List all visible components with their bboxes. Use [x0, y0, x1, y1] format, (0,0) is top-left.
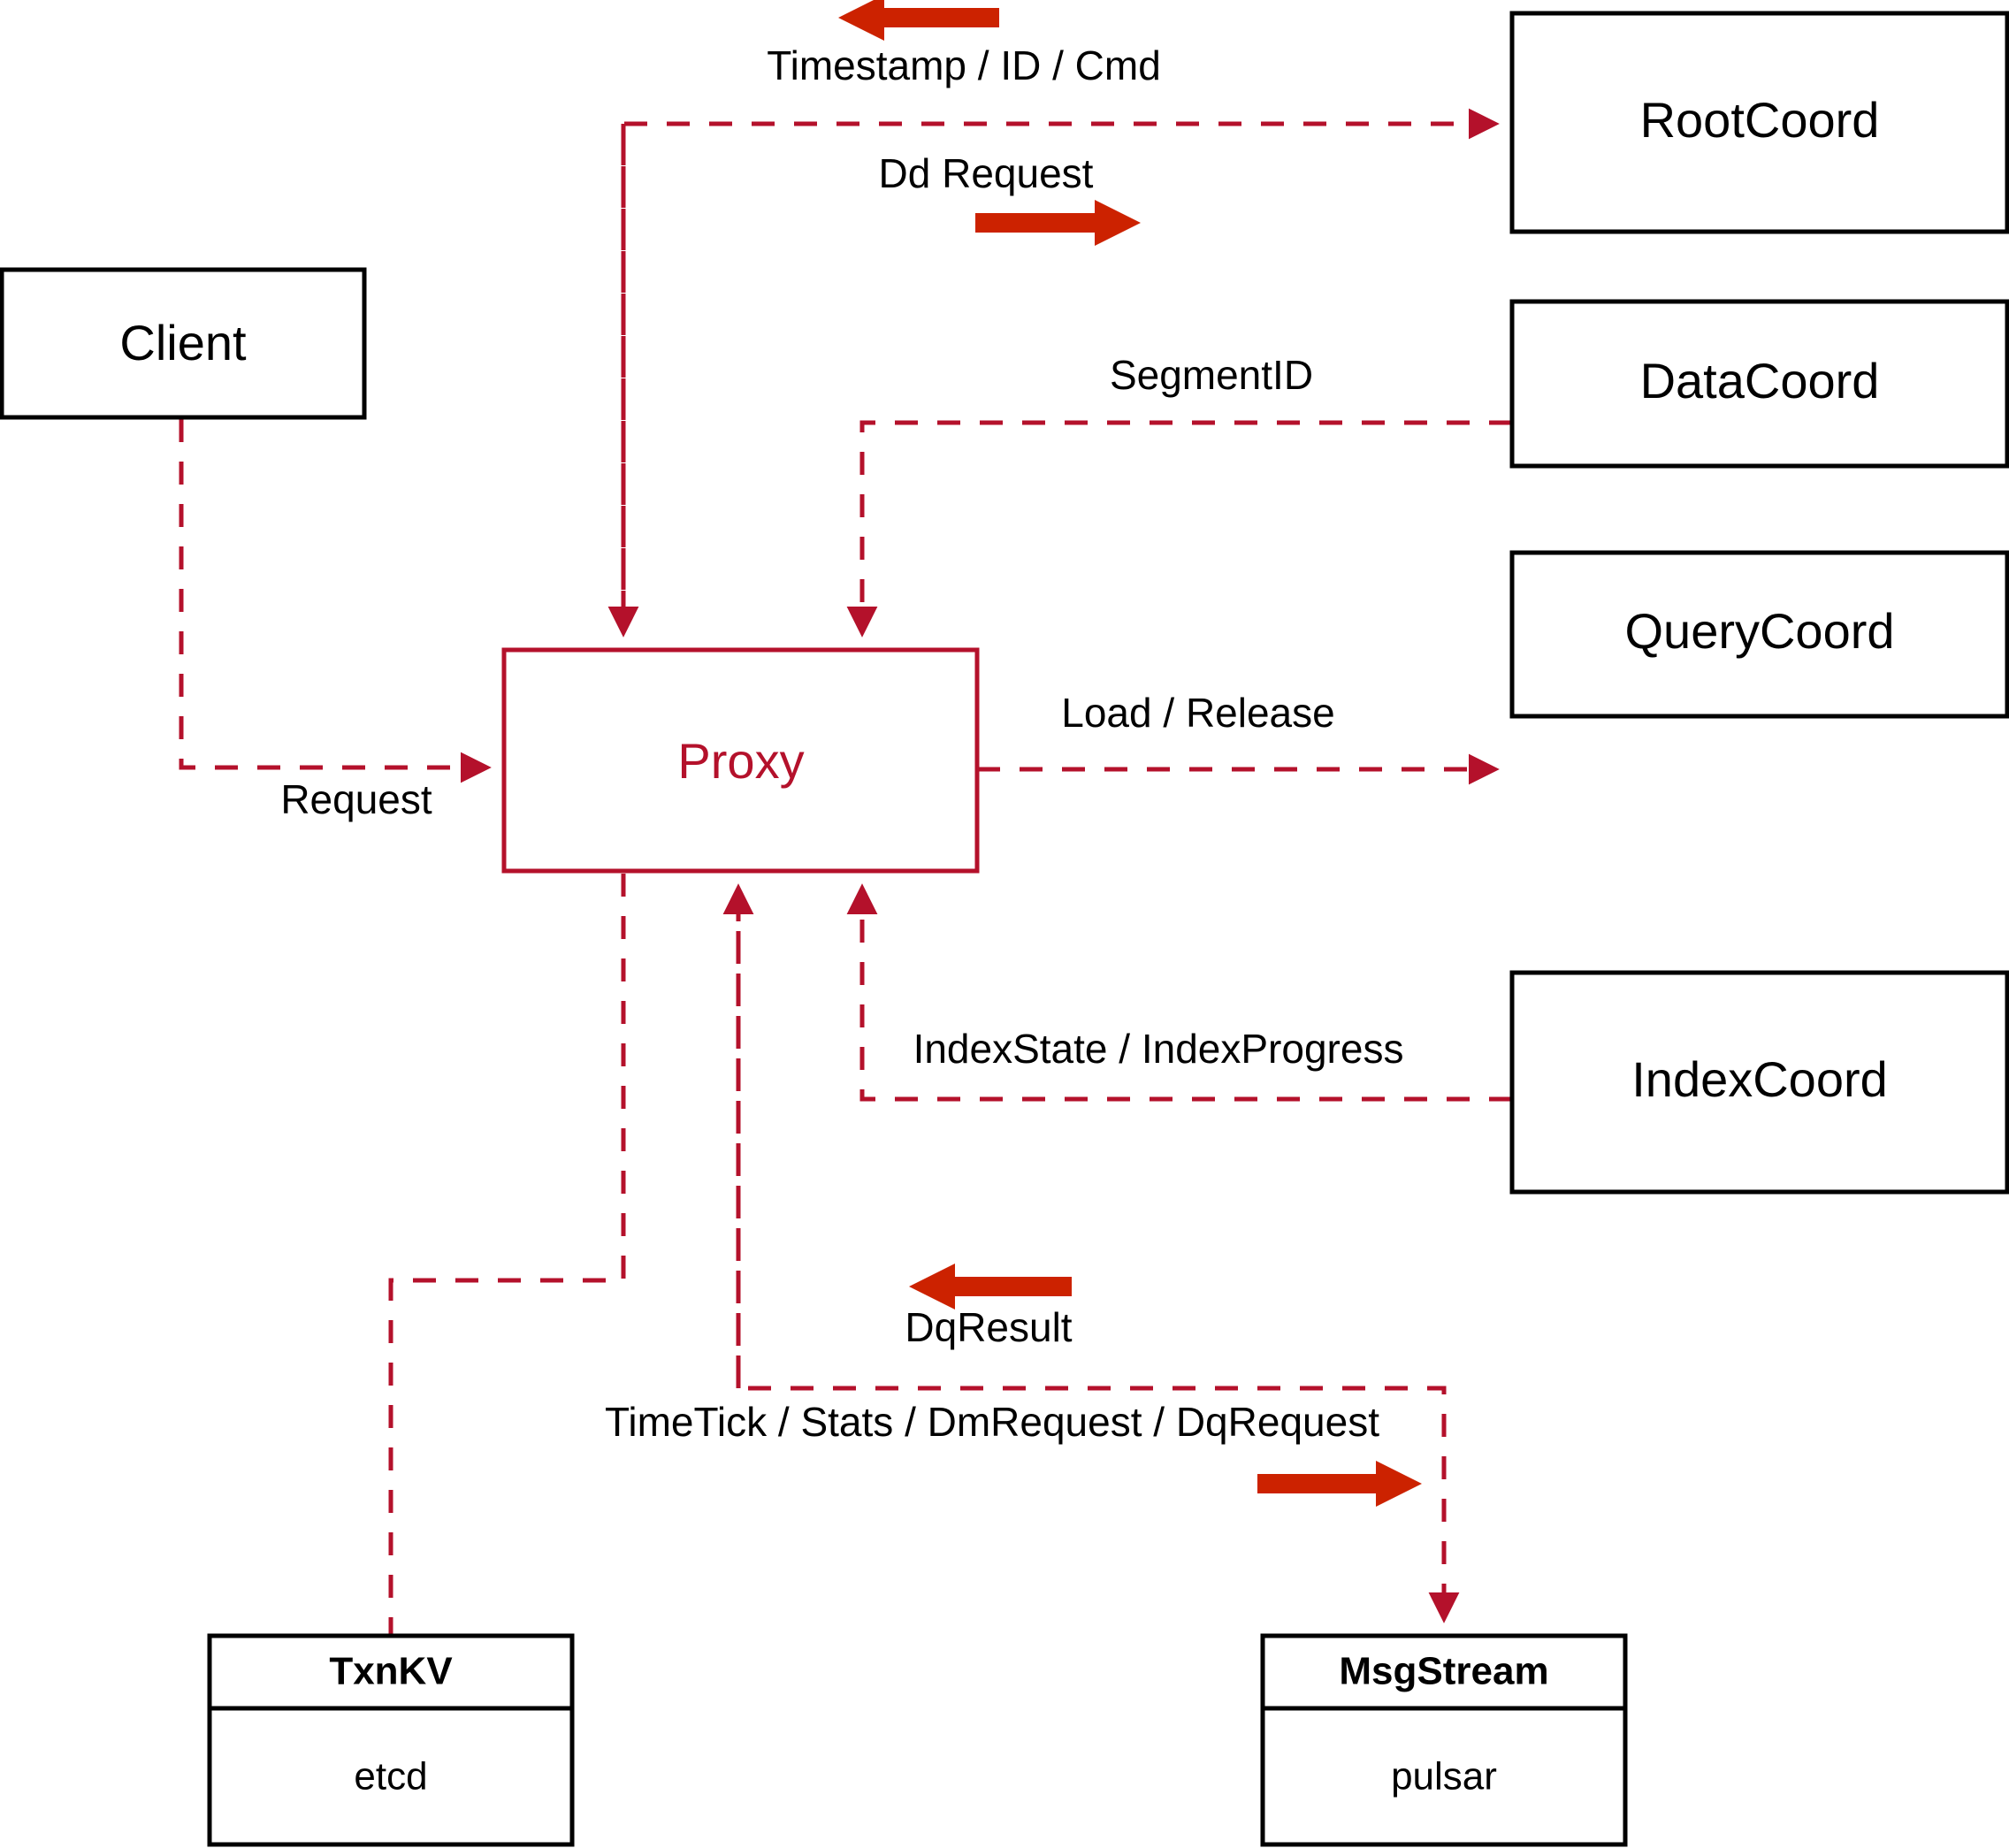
node-msgstream[interactable]: MsgStream pulsar: [1260, 1633, 1628, 1847]
node-client[interactable]: Client: [0, 267, 367, 420]
node-txnkv-sublabel: etcd: [354, 1755, 427, 1798]
edge-indexcoord-to-proxy: [846, 883, 1512, 1102]
edge-datacoord-to-proxy: [846, 420, 1512, 638]
edge-label-segment-id: SegmentID: [1110, 352, 1313, 398]
edge-label-dq-result: DqResult: [905, 1304, 1072, 1350]
node-layer: Client Proxy RootCoord DataCoord QueryCo…: [0, 11, 2009, 1847]
arrow-dq-result-icon: [909, 1264, 1072, 1310]
node-querycoord-label: QueryCoord: [1624, 603, 1894, 659]
node-msgstream-title: MsgStream: [1339, 1650, 1548, 1693]
node-client-label: Client: [119, 315, 247, 370]
node-proxy-label: Proxy: [677, 733, 804, 789]
arrow-dd-request-icon: [975, 200, 1141, 246]
flow-arrow-layer: [838, 0, 1422, 1507]
node-datacoord-label: DataCoord: [1640, 353, 1880, 409]
edge-proxy-to-rootcoord: [621, 108, 1500, 632]
node-querycoord[interactable]: QueryCoord: [1509, 550, 2009, 719]
node-txnkv[interactable]: TxnKV etcd: [207, 1633, 575, 1847]
edge-layer: [179, 108, 1512, 1636]
edge-proxy-msgstream: [736, 889, 1460, 1623]
node-rootcoord-label: RootCoord: [1640, 92, 1880, 148]
edge-label-layer: Timestamp / ID / Cmd Dd Request SegmentI…: [280, 42, 1403, 1445]
node-proxy[interactable]: Proxy: [501, 647, 980, 874]
edge-label-index-state: IndexState / IndexProgress: [913, 1026, 1404, 1072]
edge-label-dd-request: Dd Request: [879, 150, 1094, 196]
edge-label-timestamp-id-cmd: Timestamp / ID / Cmd: [767, 42, 1161, 88]
edge-proxy-to-txnkv: [388, 874, 626, 1636]
edge-label-request: Request: [280, 776, 432, 822]
edge-label-load-release: Load / Release: [1061, 690, 1334, 736]
node-datacoord[interactable]: DataCoord: [1509, 299, 2009, 469]
node-indexcoord-label: IndexCoord: [1631, 1051, 1888, 1107]
node-rootcoord[interactable]: RootCoord: [1509, 11, 2009, 234]
node-indexcoord[interactable]: IndexCoord: [1509, 970, 2009, 1195]
node-msgstream-sublabel: pulsar: [1391, 1755, 1497, 1798]
edge-label-timetick-stats: TimeTick / Stats / DmRequest / DqRequest: [605, 1399, 1379, 1445]
node-txnkv-title: TxnKV: [329, 1650, 453, 1693]
arrow-timestamp-left-icon: [838, 0, 999, 41]
edge-client-to-proxy: [179, 419, 492, 783]
arrow-dm-request-icon: [1257, 1461, 1422, 1507]
